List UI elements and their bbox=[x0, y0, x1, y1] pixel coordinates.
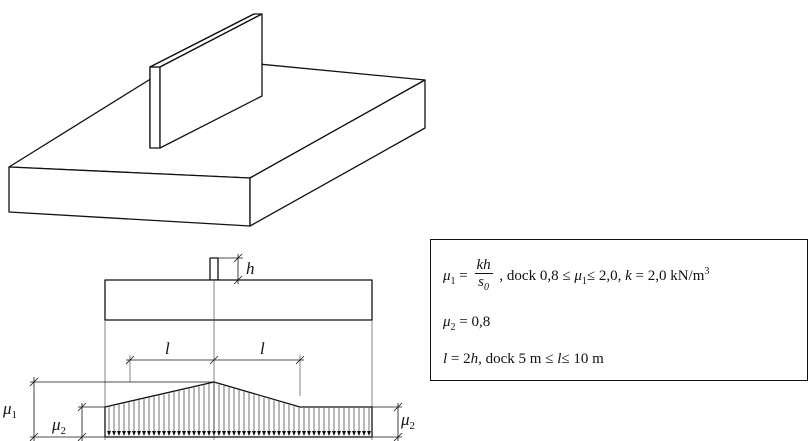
load-arrow-head bbox=[272, 431, 276, 436]
load-arrow-head bbox=[157, 431, 161, 436]
load-arrow-head bbox=[207, 431, 211, 436]
load-arrow-head bbox=[277, 431, 281, 436]
load-arrow-head bbox=[107, 431, 111, 436]
load-arrows bbox=[107, 383, 371, 436]
load-arrow-head bbox=[147, 431, 151, 436]
load-arrow-head bbox=[342, 431, 346, 436]
load-arrow-head bbox=[177, 431, 181, 436]
h-label: h bbox=[246, 259, 255, 278]
load-arrow-head bbox=[167, 431, 171, 436]
load-arrow-head bbox=[197, 431, 201, 436]
mu-dimension-right: μ2 bbox=[372, 402, 415, 441]
load-arrow-head bbox=[257, 431, 261, 436]
load-arrow-head bbox=[182, 431, 186, 436]
load-arrow-head bbox=[347, 431, 351, 436]
load-arrow-head bbox=[202, 431, 206, 436]
mu-dimensions-left: μ1 μ2 bbox=[2, 377, 214, 441]
isometric-parapet-wall bbox=[149, 13, 263, 149]
load-arrow-head bbox=[297, 431, 301, 436]
load-arrow-head bbox=[267, 431, 271, 436]
load-arrow-head bbox=[187, 431, 191, 436]
load-arrow-head bbox=[132, 431, 136, 436]
load-arrow-head bbox=[142, 431, 146, 436]
load-arrow-head bbox=[227, 431, 231, 436]
load-arrow-head bbox=[292, 431, 296, 436]
load-arrow-head bbox=[332, 431, 336, 436]
load-arrow-head bbox=[217, 431, 221, 436]
load-arrow-head bbox=[232, 431, 236, 436]
load-outline bbox=[104, 381, 373, 437]
load-arrow-head bbox=[112, 431, 116, 436]
load-arrow-head bbox=[247, 431, 251, 436]
load-arrow-head bbox=[357, 431, 361, 436]
load-arrow-head bbox=[322, 431, 326, 436]
load-arrow-head bbox=[337, 431, 341, 436]
parapet-front-edge bbox=[149, 66, 161, 149]
mu2-label-right: μ2 bbox=[400, 410, 415, 432]
load-arrow-head bbox=[307, 431, 311, 436]
load-arrow-head bbox=[212, 431, 216, 436]
snow-load-distribution bbox=[104, 381, 373, 438]
mu2-formula: μ2 = 0,8 bbox=[443, 314, 491, 333]
load-arrow-head bbox=[327, 431, 331, 436]
section-view: h bbox=[104, 253, 373, 321]
load-arrow-head bbox=[122, 431, 126, 436]
load-arrow-head bbox=[137, 431, 141, 436]
load-arrow-head bbox=[317, 431, 321, 436]
mu1-label-left: μ1 bbox=[2, 399, 17, 421]
load-arrow-head bbox=[352, 431, 356, 436]
mu2-label-left: μ2 bbox=[51, 415, 66, 437]
load-arrow-head bbox=[222, 431, 226, 436]
load-arrow-head bbox=[237, 431, 241, 436]
l-right-label: l bbox=[260, 339, 265, 358]
load-arrow-head bbox=[117, 431, 121, 436]
load-arrow-head bbox=[312, 431, 316, 436]
load-arrow-head bbox=[302, 431, 306, 436]
load-arrow-head bbox=[287, 431, 291, 436]
l-formula: l = 2h, dock 5 m ≤ l≤ 10 m bbox=[443, 351, 604, 367]
load-arrow-head bbox=[172, 431, 176, 436]
load-arrow-head bbox=[152, 431, 156, 436]
section-slab bbox=[104, 279, 373, 321]
load-arrow-head bbox=[242, 431, 246, 436]
load-arrow-head bbox=[367, 431, 371, 436]
l-left-label: l bbox=[165, 339, 170, 358]
load-arrow-head bbox=[262, 431, 266, 436]
load-arrow-head bbox=[127, 431, 131, 436]
load-arrow-head bbox=[192, 431, 196, 436]
slab-front-face bbox=[8, 166, 251, 227]
l-dimensions: l l bbox=[125, 339, 305, 365]
load-arrow-head bbox=[362, 431, 366, 436]
section-parapet bbox=[209, 257, 219, 281]
load-arrow-head bbox=[282, 431, 286, 436]
slab-right-face bbox=[249, 79, 426, 227]
load-arrow-head bbox=[252, 431, 256, 436]
load-arrow-head bbox=[162, 431, 166, 436]
parapet-side bbox=[159, 13, 263, 149]
